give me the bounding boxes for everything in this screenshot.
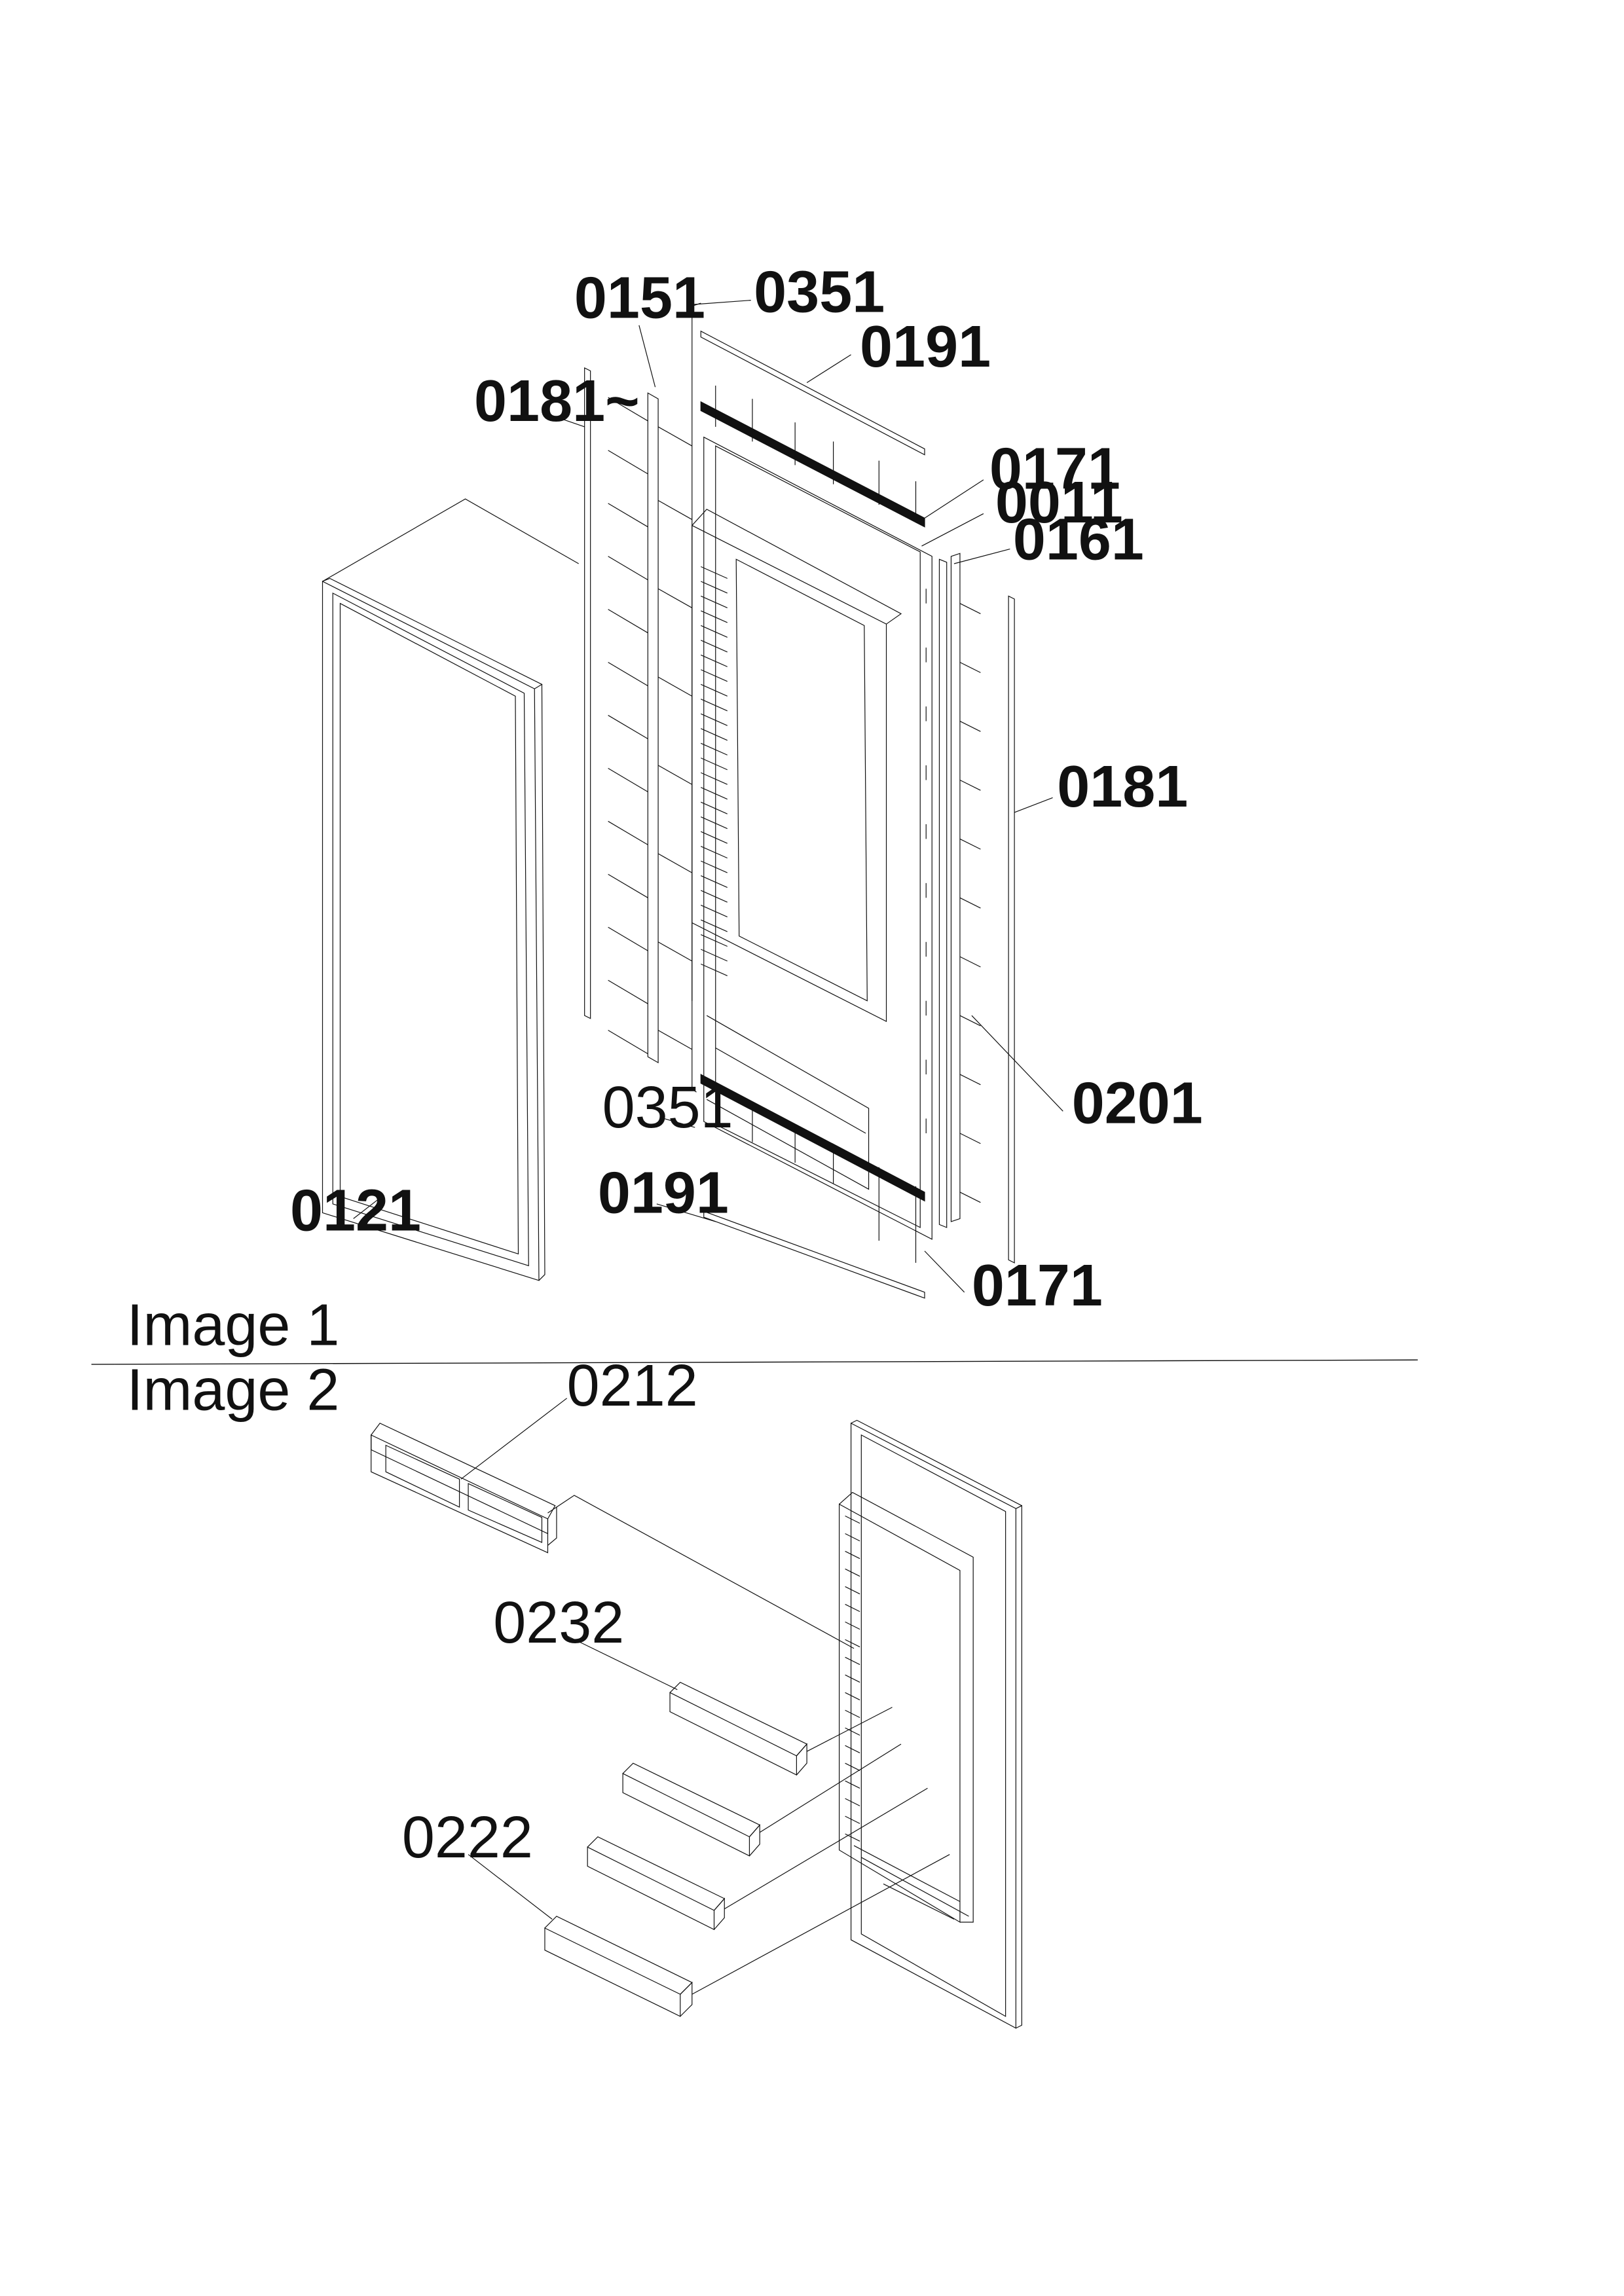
image-2-leader-lines [461,1398,950,1994]
label-0171-top: 0171 [989,436,1120,501]
trim-0191-bottom [701,1074,925,1298]
trim-0191-top [701,331,925,527]
door-gasket-0121 [323,578,545,1280]
image-1-labels: 0151 0351 0191 0181~ 0171 0011 0161 0181… [127,260,1203,1358]
label-0222: 0222 [402,1805,533,1870]
trim-strip-0181-left [585,368,591,1019]
door-shelf-rails [845,1516,860,1842]
right-side-screws [926,589,980,1202]
image-1-caption: Image 1 [127,1293,340,1358]
trim-strip-0181-right [1008,596,1014,1262]
door-bin-0232-upper [670,1683,807,1776]
label-0191-bottom: 0191 [598,1160,729,1226]
left-side-screws [608,397,692,1054]
door-bin-0222-lower [545,1916,692,2016]
image-divider [92,1360,1418,1364]
bracket-0351-top [692,303,701,1092]
label-0181-right: 0181 [1057,754,1188,820]
door-assembly [840,1420,1022,2028]
door-bin-0222-upper [587,1837,724,1930]
label-0161: 0161 [1013,507,1144,572]
label-0232: 0232 [493,1590,624,1656]
label-0151: 0151 [574,266,705,331]
image-1-exploded-door [92,301,1418,1364]
label-0351-bottom: 0351 [602,1075,733,1140]
label-0351-top: 0351 [754,260,885,325]
dairy-compartment-0212 [371,1423,557,1553]
breaker-strip-0161 [939,553,959,1228]
label-0201: 0201 [1072,1070,1203,1136]
label-0121: 0121 [290,1178,421,1243]
image-2-caption: Image 2 [127,1358,340,1423]
inner-door-liner-0011 [692,437,932,1239]
bottom-screws [717,1087,915,1263]
label-0212: 0212 [567,1353,698,1419]
door-bin-0232-middle [623,1763,760,1856]
top-screws [716,386,916,522]
image-1-leader-lines [354,301,1063,1292]
door-outer-panel [323,499,579,581]
image-2-door-shelves [371,1398,1022,2028]
label-0181-left: 0181~ [474,369,640,434]
breaker-strip-0151 [648,393,658,1063]
label-0171-bottom: 0171 [972,1253,1103,1319]
label-0011: 0011 [995,470,1123,536]
image-2-labels: Image 2 0212 0232 0222 [127,1353,698,1870]
shelf-rails [701,567,727,976]
label-0191-top: 0191 [860,314,991,380]
